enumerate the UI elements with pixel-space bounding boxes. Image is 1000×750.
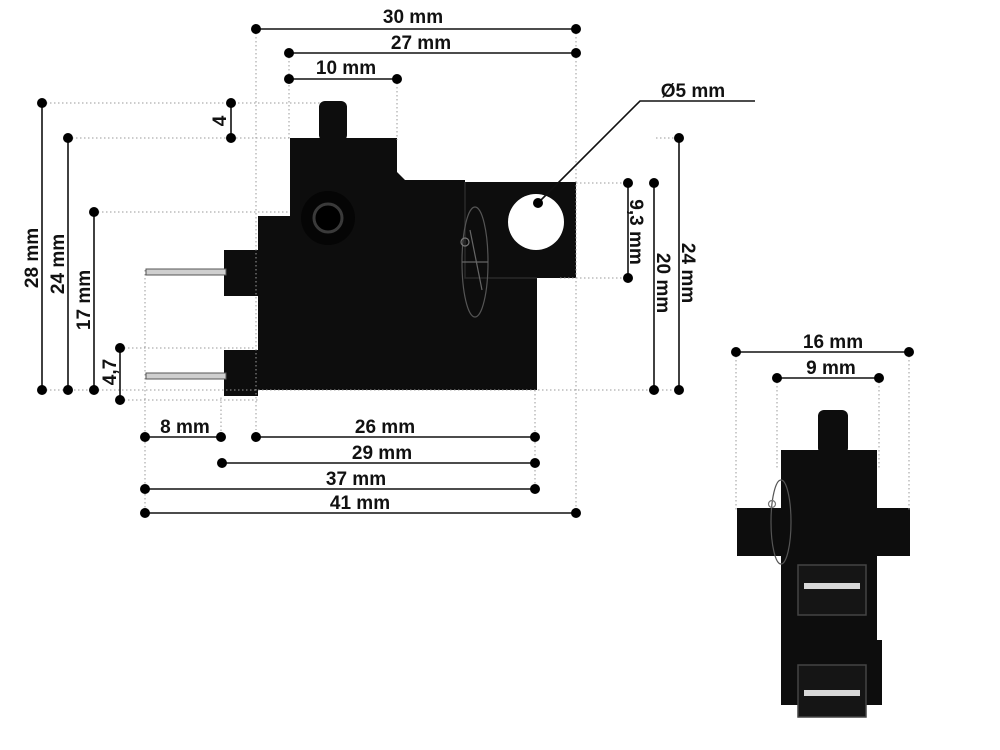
plunger xyxy=(319,101,347,141)
dim-height-20: 20 mm xyxy=(652,253,673,313)
switch-side-view xyxy=(737,410,910,718)
switch-body xyxy=(258,138,576,390)
side-view-dimensions: 16 mm 9 mm xyxy=(731,332,914,512)
terminal-lower xyxy=(224,350,258,396)
terminal-upper xyxy=(224,250,258,296)
dim-hole-diameter: Ø5 mm xyxy=(661,81,725,102)
dim-height-28: 28 mm xyxy=(22,228,43,288)
dim-width-37: 37 mm xyxy=(326,469,386,490)
dim-height-17: 17 mm xyxy=(74,270,95,330)
dim-height-24-right: 24 mm xyxy=(677,243,698,303)
side-pin-lower xyxy=(804,690,860,696)
side-plunger xyxy=(818,410,848,454)
manufacturer-logo xyxy=(460,206,489,318)
screw-hole xyxy=(312,202,344,234)
dim-width-41: 41 mm xyxy=(330,493,390,514)
mounting-hole xyxy=(508,194,564,250)
dim-side-9: 9 mm xyxy=(806,358,856,379)
dim-plunger-4: 4 xyxy=(210,115,231,126)
dim-width-29: 29 mm xyxy=(352,443,412,464)
switch-front-view xyxy=(145,101,576,396)
dim-width-26: 26 mm xyxy=(355,417,415,438)
dim-width-30: 30 mm xyxy=(383,7,443,28)
side-terminal-upper xyxy=(797,564,867,616)
tab-edge xyxy=(464,182,537,279)
dim-tab-9-3: 9,3 mm xyxy=(625,199,646,264)
front-view-dimensions: 30 mm 27 mm 10 mm Ø5 mm 4 28 mm 24 mm 17… xyxy=(22,7,755,518)
pin-lower xyxy=(145,372,227,380)
dim-width-10: 10 mm xyxy=(316,58,376,79)
pin-upper xyxy=(145,268,227,276)
dim-height-24-left: 24 mm xyxy=(48,234,69,294)
side-pin-upper xyxy=(804,583,860,589)
dim-side-16: 16 mm xyxy=(803,332,863,353)
side-boss-right xyxy=(874,508,910,556)
dim-width-27: 27 mm xyxy=(391,33,451,54)
side-boss-left xyxy=(737,508,785,556)
side-manufacturer-logo xyxy=(767,479,792,565)
dim-pin-8: 8 mm xyxy=(160,417,210,438)
dim-pin-4-7: 4,7 xyxy=(100,359,121,385)
